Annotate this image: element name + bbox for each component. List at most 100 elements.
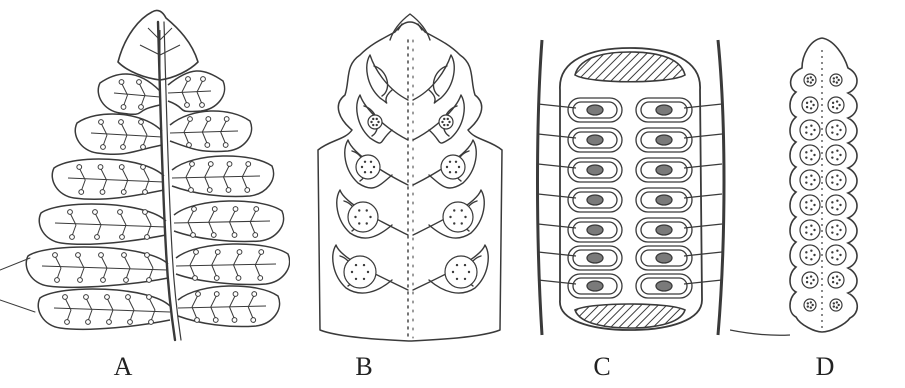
sorus [223,143,228,148]
panel-b-label: B [344,352,384,382]
sorus [587,281,603,291]
sorus [826,195,846,215]
sorus [656,165,672,175]
sorus [86,320,91,325]
sorus [348,202,378,232]
sorus [656,195,672,205]
leaflet-vein [178,306,266,308]
sorus [252,292,257,297]
sorus [587,195,603,205]
sorus [139,120,144,125]
sorus [99,120,104,125]
sorus [445,256,477,288]
sorus [141,165,146,170]
sorus [439,115,453,129]
sorus [101,278,106,283]
pointer-line [684,252,722,256]
sorus [656,253,672,263]
panel-a-illustration [0,0,290,345]
sorus [122,253,127,258]
pointer-line [538,252,576,256]
pointer-line [684,224,722,228]
sorus [143,190,148,195]
sorus [107,320,112,325]
sorus [356,155,380,179]
sorus [587,105,603,115]
sorus [253,233,258,238]
sorus [187,143,192,148]
sorus [120,235,125,240]
sorus [368,115,382,129]
sorus [78,278,83,283]
sorus [828,97,844,113]
sorus [145,253,150,258]
sorus [201,77,206,82]
sorus [196,292,201,297]
panel-c-illustration [530,0,730,345]
sorus [215,250,220,255]
panel-d-label: D [805,352,845,382]
sorus [826,120,846,140]
sorus [344,256,376,288]
sorus [147,295,152,300]
sorus [192,207,197,212]
pointer-line [538,224,576,228]
sorus [800,220,820,240]
sorus [232,233,237,238]
sorus [100,190,105,195]
pointer-line [538,280,576,284]
sorus [804,299,816,311]
sorus [194,250,199,255]
sorus [143,210,148,215]
sorus [587,135,603,145]
sorus [207,188,212,193]
sorus [214,276,219,281]
sorus [656,281,672,291]
sorus [185,103,190,108]
sorus [237,250,242,255]
sorus [193,276,198,281]
sorus [147,278,152,283]
sorus [99,253,104,258]
sorus [826,245,846,265]
panel-c: C [530,0,730,345]
sorus [226,188,231,193]
sorus [137,80,142,85]
sorus [236,276,241,281]
sorus [443,202,473,232]
sorus [258,276,263,281]
sorus [119,120,124,125]
sorus [77,165,82,170]
sorus [121,190,126,195]
sorus [251,318,256,323]
sorus [800,245,820,265]
sorus [55,278,60,283]
sorus [656,105,672,115]
panel-c-label: C [582,352,622,382]
sorus [195,318,200,323]
sorus [212,207,217,212]
sorus [205,143,210,148]
sorus [656,225,672,235]
pointer-line [684,104,722,108]
sorus [70,235,75,240]
sorus [121,145,126,150]
leaflet-lobe [170,111,252,152]
leaflet-vein [170,131,238,133]
sorus [802,272,818,288]
leaflet-vein [114,93,160,97]
sorus [191,233,196,238]
sorus [800,145,820,165]
sorus [259,250,264,255]
pointer-line [538,194,576,198]
leaflet-vein [140,28,180,78]
panel-d: D [730,0,905,345]
leaflet-vein [172,176,260,178]
leaflet-vein [68,178,164,182]
pointer-line [538,134,576,138]
sorus [211,233,216,238]
leaflet-vein [168,91,211,93]
sorus [802,97,818,113]
sorus [800,195,820,215]
